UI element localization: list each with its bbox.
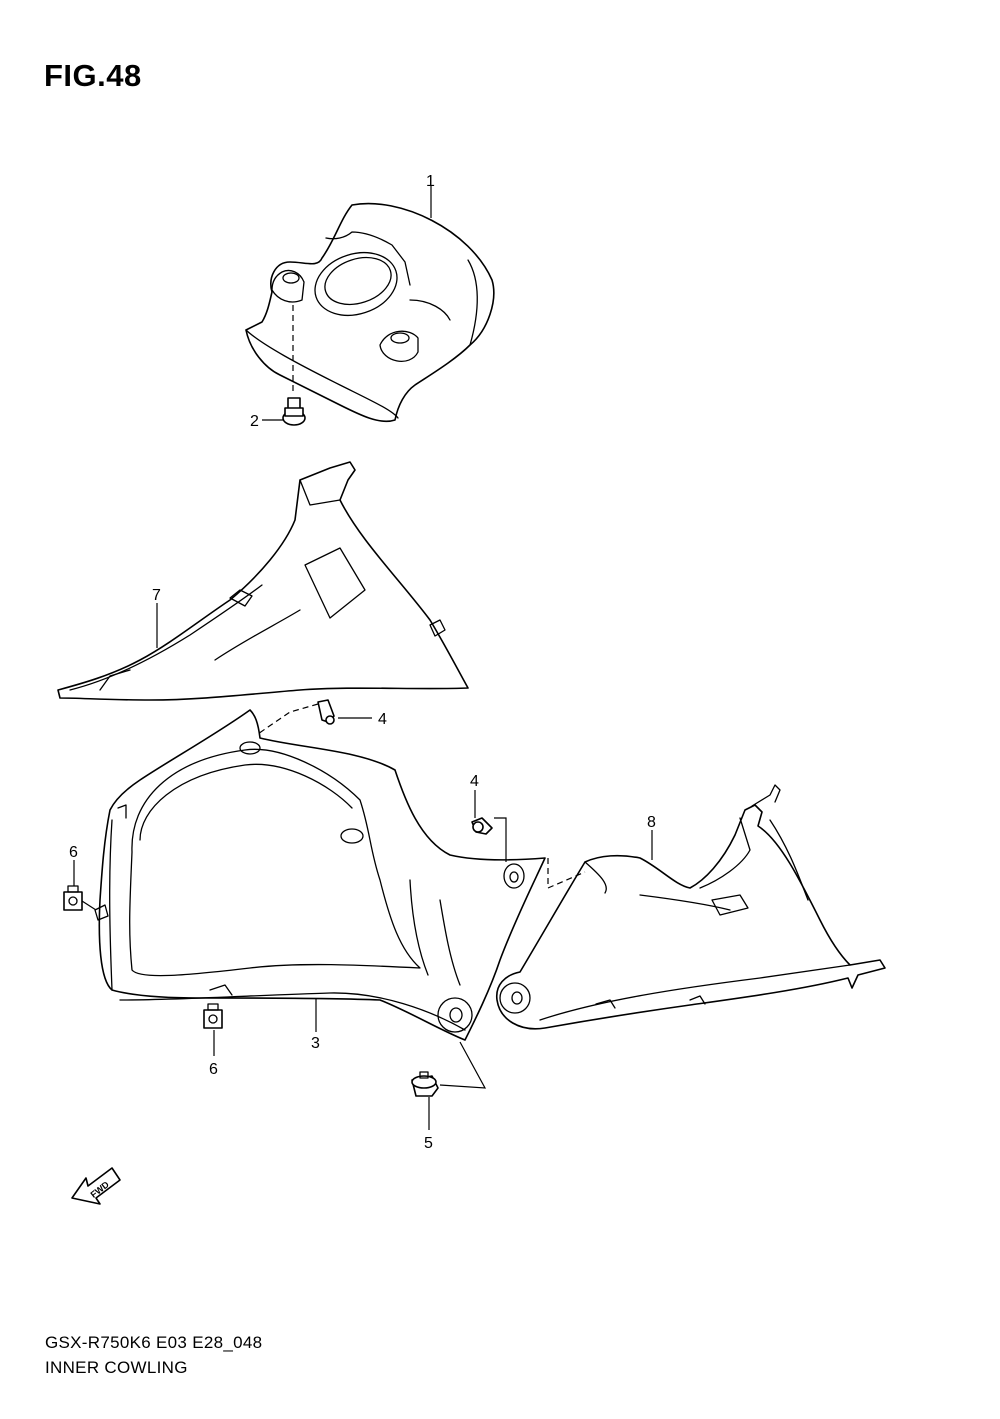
fwd-arrow-icon: FWD (71, 1167, 121, 1205)
part-4-rivet-upper[interactable] (317, 699, 335, 725)
part-7-upper-cowling[interactable] (57, 461, 469, 701)
model-code: GSX-R750K6 E03 E28_048 (45, 1333, 263, 1352)
callout-2: 2 (250, 413, 259, 430)
callout-3: 3 (311, 1035, 320, 1052)
callout-7: 7 (152, 587, 161, 604)
part-6-clip-nut-left[interactable] (63, 885, 83, 911)
callout-5: 5 (424, 1135, 433, 1152)
part-8-right-cowling[interactable] (495, 784, 886, 1030)
section-name: INNER COWLING (45, 1358, 188, 1377)
part-5-fastener[interactable] (411, 1071, 439, 1097)
leader-6a-clip (81, 900, 97, 911)
leader-dashed-8 (547, 858, 586, 889)
part-6-clip-nut-lower[interactable] (203, 1003, 223, 1029)
figure-title: FIG.48 (44, 58, 142, 93)
callout-8: 8 (647, 814, 656, 831)
leader-4b (494, 817, 507, 862)
callout-4-lower: 4 (470, 773, 479, 790)
part-4-rivet-lower[interactable] (471, 817, 493, 835)
callout-6-left: 6 (69, 844, 78, 861)
callout-4-upper: 4 (378, 711, 387, 728)
part-3-left-cowling[interactable] (94, 709, 546, 1041)
leader-dashed-4a (251, 703, 319, 739)
leader-5 (439, 1041, 487, 1089)
callout-6-lower: 6 (209, 1061, 218, 1078)
part-2-bolt[interactable] (282, 397, 306, 426)
callout-1: 1 (426, 173, 435, 190)
part-1-inner-cover[interactable] (245, 202, 495, 423)
